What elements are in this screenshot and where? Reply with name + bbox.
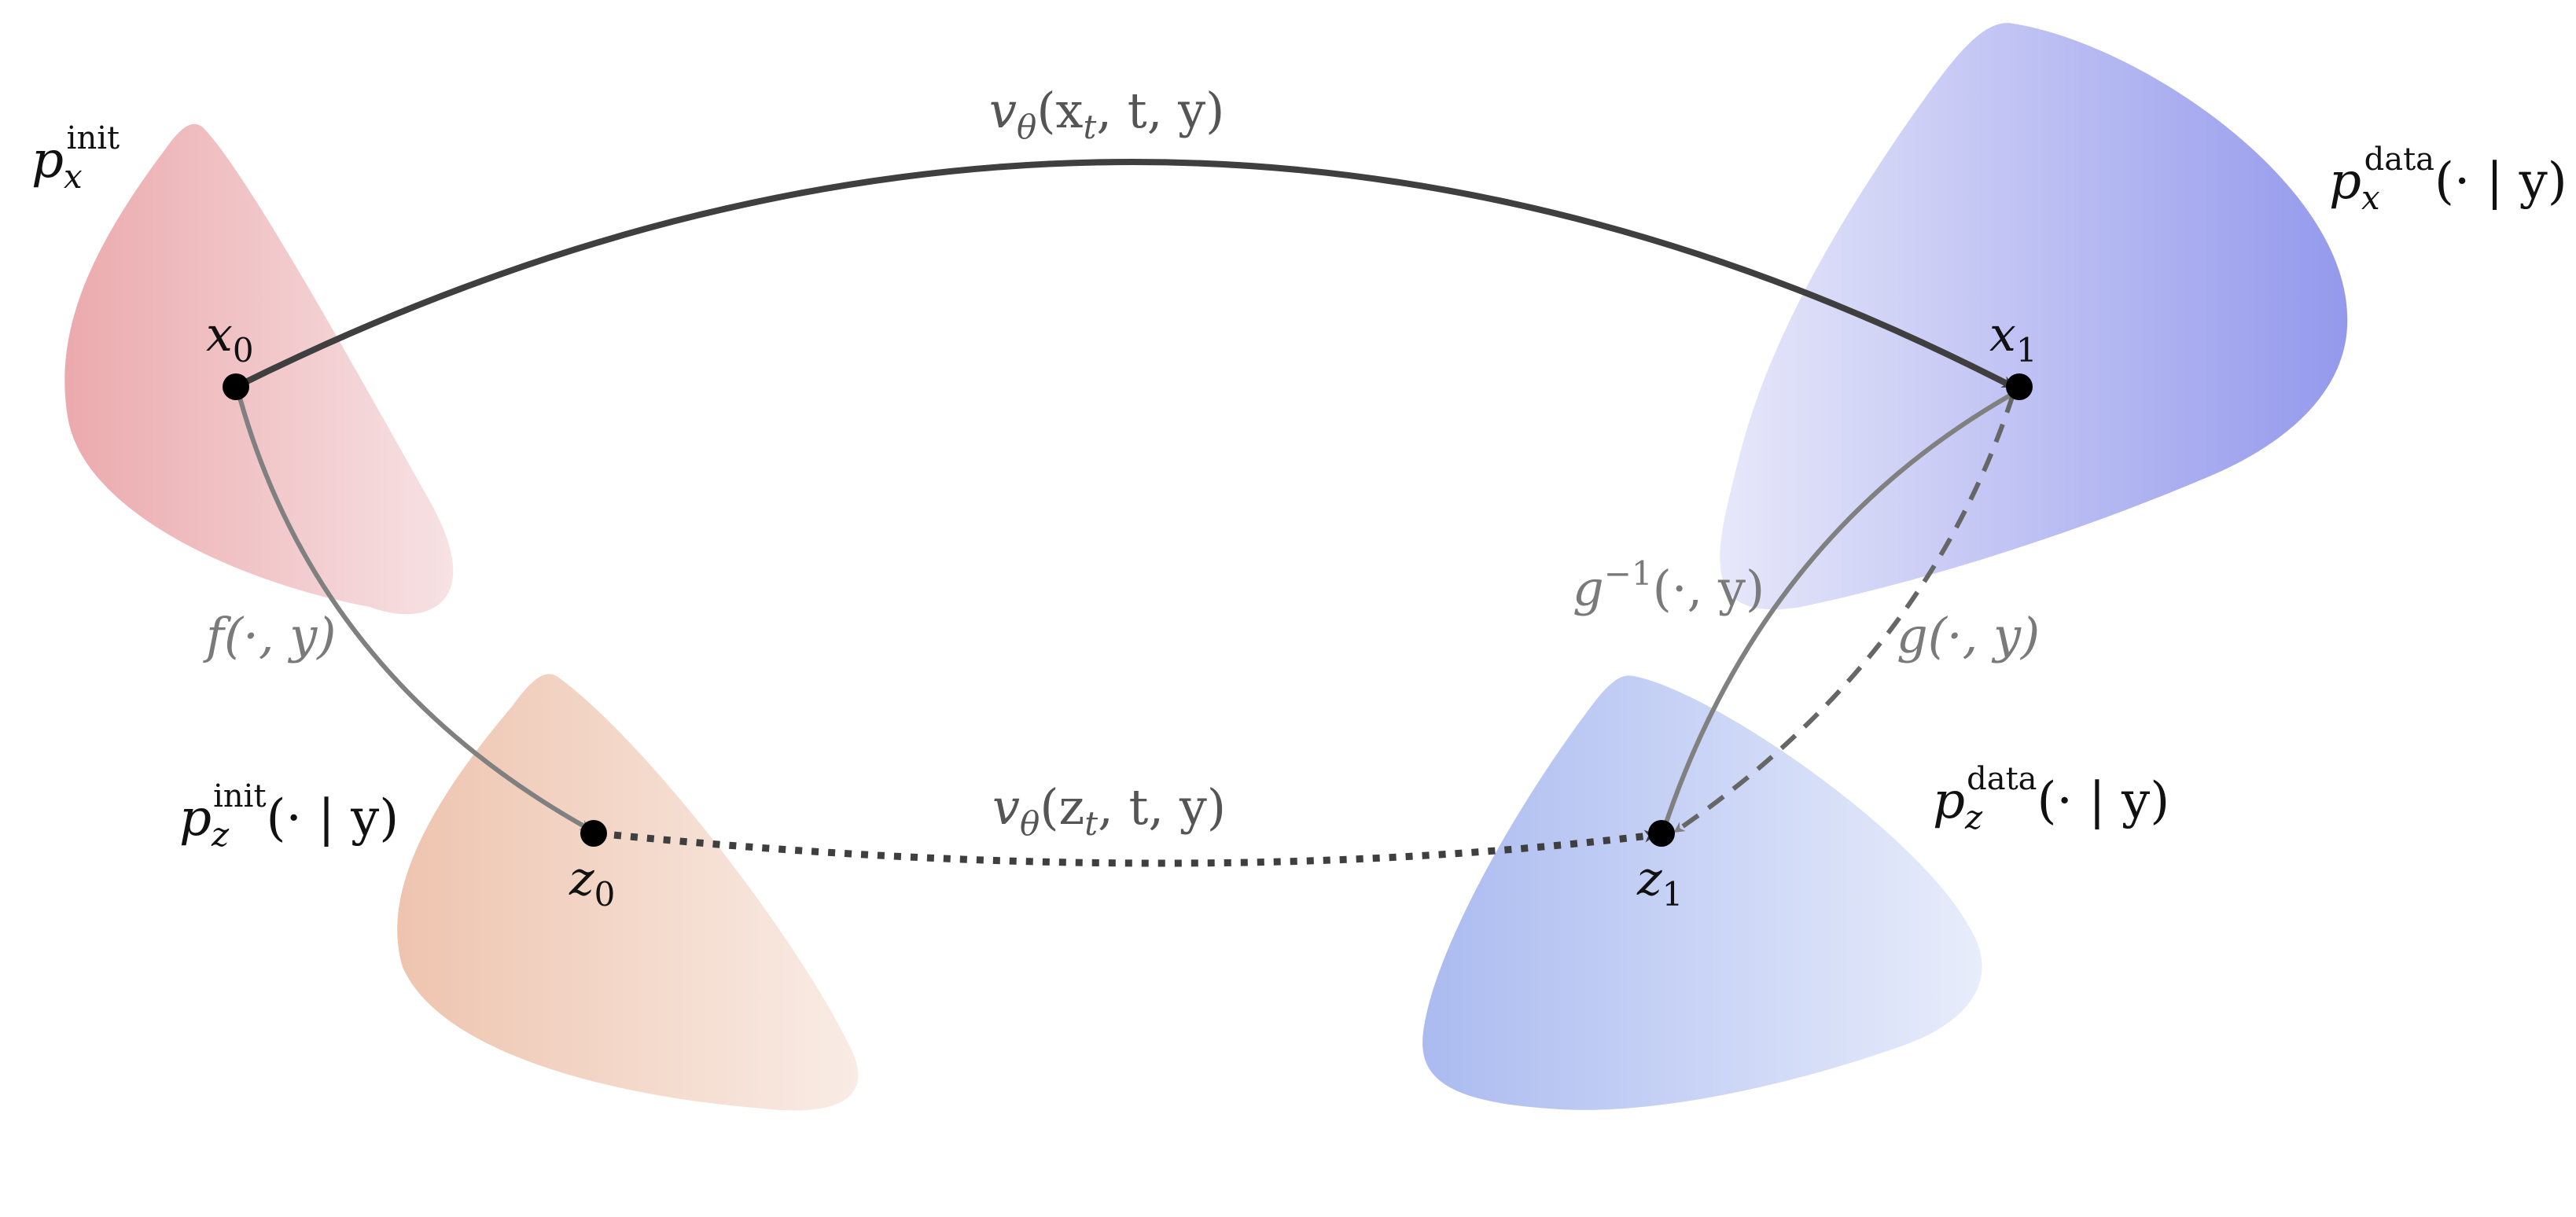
node-z1	[1648, 820, 1675, 847]
region-label-pz-data: pzdata(· | y)	[1933, 761, 2169, 836]
edge-f-encoder	[235, 387, 592, 832]
region-pz-init	[397, 674, 859, 1111]
edge-g-decoder	[1673, 394, 2015, 834]
node-z0	[580, 820, 607, 847]
region-label-px-init: pxinit	[31, 120, 120, 196]
node-label-x1: x1	[1989, 307, 2037, 370]
node-x1	[2006, 373, 2033, 400]
region-px-data	[1720, 23, 2348, 610]
node-label-z0: z0	[569, 851, 615, 914]
region-pz-data	[1422, 675, 1982, 1110]
edge-label-g: g(·, y)	[1897, 607, 2040, 664]
edge-label-g-inverse: g−1(·, y)	[1573, 554, 1765, 617]
edge-v-z-flow	[597, 829, 1658, 867]
edge-label-v-x: vθ(xt, t, y)	[989, 82, 1224, 146]
region-px-init	[64, 123, 454, 615]
edge-label-v-z: vθ(zt, t, y)	[992, 778, 1226, 843]
node-x0	[223, 373, 249, 400]
edge-g-inverse	[1661, 389, 2019, 834]
edge-label-f: f(·, y)	[203, 607, 336, 664]
region-label-px-data: pxdata(· | y)	[2329, 142, 2567, 217]
region-label-pz-init: pzinit(· | y)	[179, 778, 399, 854]
edge-v-x-flow	[233, 159, 2016, 390]
node-label-z1: z1	[1636, 851, 1683, 914]
node-label-x0: x0	[206, 307, 254, 370]
